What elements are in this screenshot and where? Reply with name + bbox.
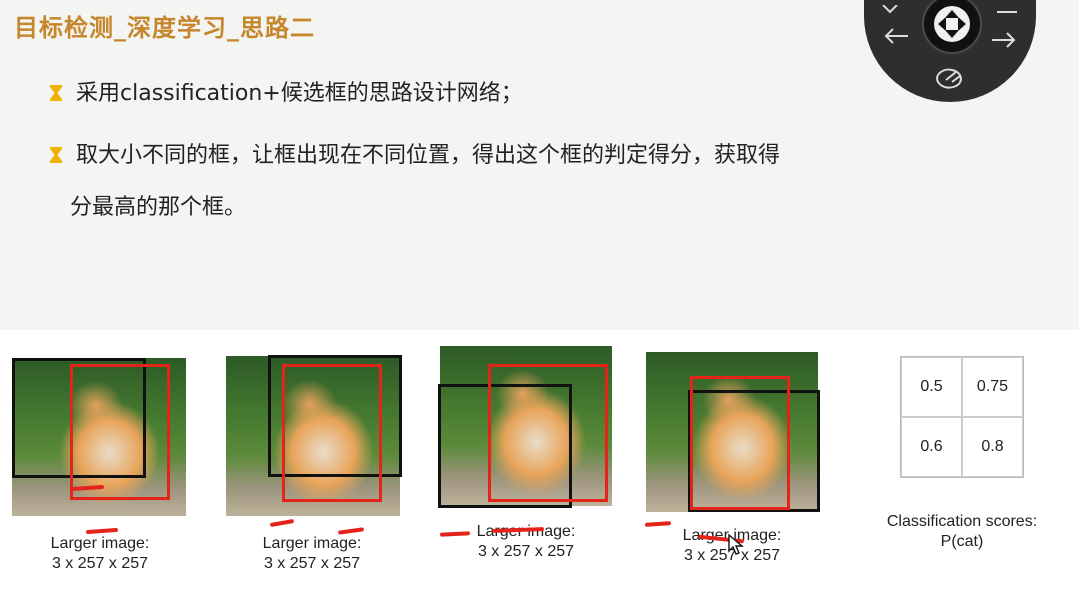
score-cell-bottom-right: 0.8	[962, 417, 1023, 477]
window-box-3	[438, 384, 572, 508]
scores-caption-line2: P(cat)	[940, 533, 984, 550]
panel-1-caption-line1: Larger image:	[50, 535, 150, 552]
bullet-2: 取大小不同的框，让框出现在不同位置，得出这个框的判定得分，获取得 分最高的那个框…	[50, 130, 1010, 234]
left-arrow-icon[interactable]	[882, 26, 910, 50]
window-box-4	[688, 390, 820, 512]
home-icon[interactable]	[922, 0, 982, 54]
cat-image-1	[12, 358, 186, 516]
presentation-nav-wheel	[864, 0, 1036, 102]
pen-icon[interactable]	[932, 62, 968, 96]
panel-4-caption-line2: 3 x 257 x 257	[683, 547, 781, 564]
bullet-2-text: 取大小不同的框，让框出现在不同位置，得出这个框的判定得分，获取得	[76, 143, 781, 168]
center-box-1	[70, 364, 170, 500]
panel-4-caption: Larger image: 3 x 257 x 257	[652, 526, 812, 566]
slide-title: 目标检测_深度学习_思路二	[14, 14, 315, 42]
panel-2-caption: Larger image: 3 x 257 x 257	[234, 534, 390, 574]
panel-3-caption-line2: 3 x 257 x 257	[477, 543, 575, 560]
panel-2-caption-line1: Larger image:	[262, 535, 362, 552]
mouse-cursor-icon	[728, 533, 744, 560]
fullscreen-icon[interactable]	[996, 1, 1018, 20]
close-icon[interactable]	[880, 0, 900, 19]
bullet-marker-icon	[50, 147, 62, 163]
bullet-marker-icon	[50, 85, 62, 101]
panel-2-caption-line2: 3 x 257 x 257	[263, 555, 361, 572]
bullet-2-continuation: 分最高的那个框。	[70, 195, 247, 220]
center-box-4	[690, 376, 790, 510]
window-box-2	[268, 355, 402, 477]
cat-image-3	[440, 346, 612, 506]
right-arrow-icon[interactable]	[990, 30, 1018, 54]
bullet-1: 采用classification+候选框的思路设计网络；	[50, 68, 523, 120]
panel-1-caption-line2: 3 x 257 x 257	[51, 555, 149, 572]
window-box-1	[12, 358, 146, 478]
scores-caption-line1: Classification scores:	[886, 513, 1038, 530]
panel-1-caption: Larger image: 3 x 257 x 257	[22, 534, 178, 574]
score-cell-top-right: 0.75	[962, 357, 1023, 417]
center-box-3	[488, 364, 608, 502]
panel-4-caption-line1: Larger image:	[682, 527, 782, 544]
classification-score-grid: 0.5 0.75 0.6 0.8	[900, 356, 1024, 478]
panel-3-caption-line1: Larger image:	[477, 523, 576, 540]
score-cell-top-left: 0.5	[901, 357, 962, 417]
score-cell-bottom-left: 0.6	[901, 417, 962, 477]
cat-image-2	[226, 356, 400, 516]
bullet-1-text: 采用classification+候选框的思路设计网络；	[76, 81, 523, 106]
center-box-2	[282, 364, 382, 502]
scores-caption: Classification scores: P(cat)	[870, 512, 1054, 552]
